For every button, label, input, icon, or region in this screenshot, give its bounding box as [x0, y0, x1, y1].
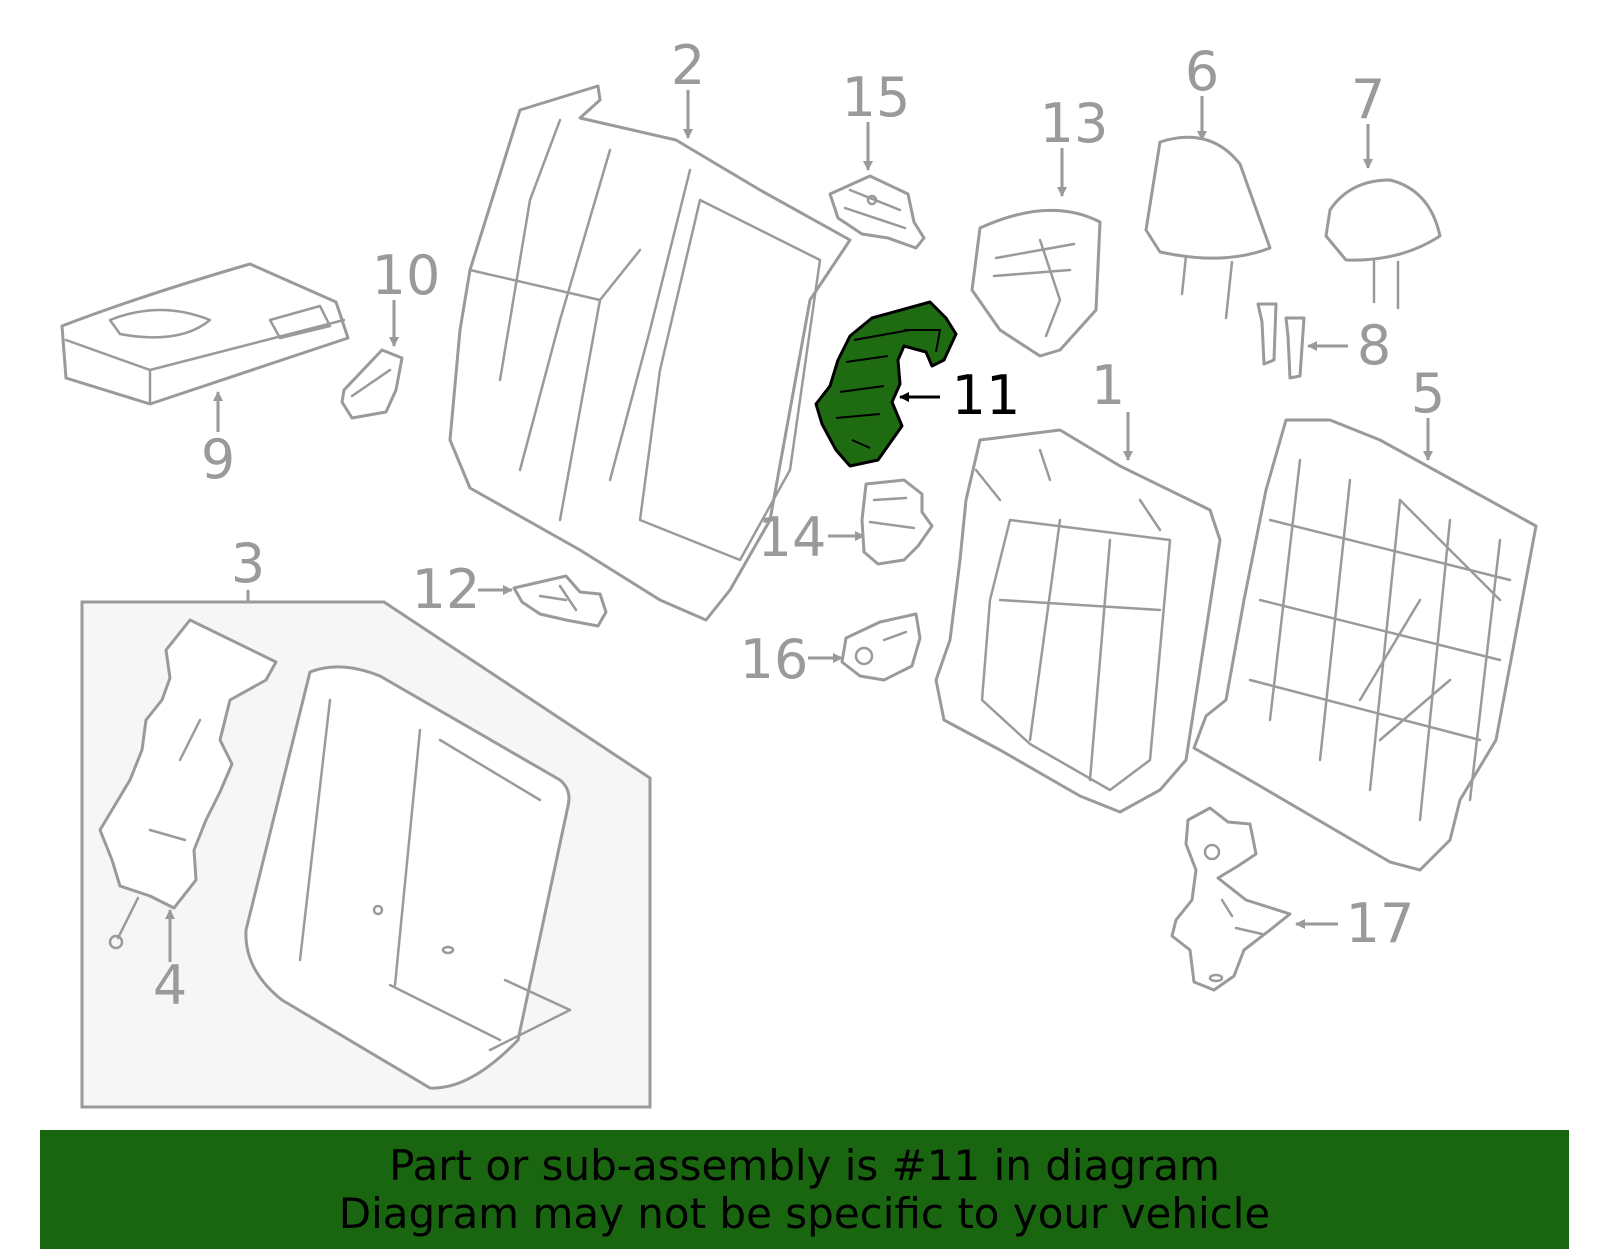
- callout-5: 5: [1411, 362, 1445, 425]
- callout-10: 10: [372, 244, 441, 307]
- callout-12: 12: [412, 558, 481, 621]
- banner-line-disclaimer: Diagram may not be specific to your vehi…: [338, 1189, 1271, 1238]
- part-2-seatback-cover[interactable]: [448, 84, 852, 622]
- part-3-seat-cushion[interactable]: [244, 665, 572, 1090]
- part-12-hinge-cover[interactable]: [478, 574, 608, 628]
- part-8-headrest-guides[interactable]: [1256, 302, 1348, 380]
- callout-9: 9: [201, 428, 235, 491]
- part-1-seatback-frame[interactable]: [934, 412, 1222, 814]
- part-14-latch-bracket[interactable]: [828, 478, 934, 566]
- part-11-highlighted-latch[interactable]: [814, 300, 958, 468]
- part-5-back-panel[interactable]: [1192, 418, 1538, 872]
- callout-4: 4: [153, 954, 187, 1017]
- callout-2: 2: [671, 34, 705, 97]
- callout-17: 17: [1346, 892, 1415, 955]
- callout-16: 16: [740, 628, 809, 691]
- part-16-bracket[interactable]: [808, 612, 922, 682]
- callout-11-highlighted: 11: [952, 364, 1021, 427]
- part-13-trim-panel[interactable]: [970, 148, 1102, 358]
- callout-15: 15: [842, 66, 911, 129]
- banner-line-part: Part or sub-assembly is #11 in diagram: [389, 1141, 1220, 1190]
- callout-7: 7: [1351, 68, 1385, 131]
- part-15-bracket[interactable]: [828, 122, 926, 250]
- part-7-headrest[interactable]: [1324, 124, 1442, 310]
- callout-3: 3: [231, 532, 265, 595]
- callout-6: 6: [1185, 40, 1219, 103]
- callout-8: 8: [1357, 314, 1391, 377]
- info-banner: Part or sub-assembly is #11 in diagram D…: [40, 1130, 1569, 1249]
- part-6-headrest[interactable]: [1144, 96, 1272, 320]
- part-4-heater-pad[interactable]: [98, 618, 278, 962]
- part-17-mount-bracket[interactable]: [1170, 806, 1338, 992]
- part-9-armrest[interactable]: [60, 262, 350, 432]
- callout-13: 13: [1040, 92, 1109, 155]
- callout-1: 1: [1091, 354, 1125, 417]
- callout-14: 14: [758, 506, 827, 569]
- part-10-trim-piece[interactable]: [340, 300, 404, 420]
